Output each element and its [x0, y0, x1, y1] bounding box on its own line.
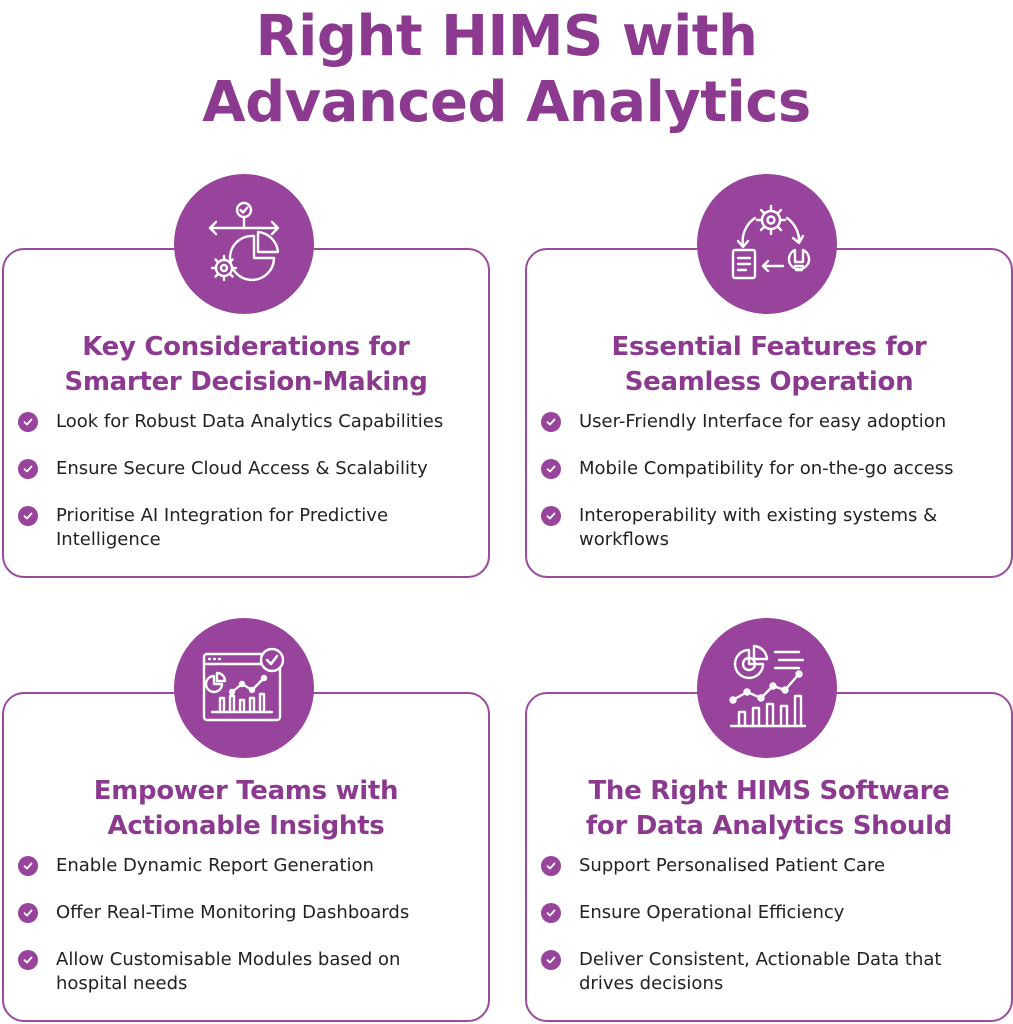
card-title-line2: for Data Analytics Should	[585, 811, 953, 841]
list-item-text: Interoperability with existing systems &…	[579, 505, 938, 550]
list-item: User-Friendly Interface for easy adoptio…	[541, 410, 1003, 434]
list-item: Enable Dynamic Report Generation	[18, 854, 480, 878]
page-title-line2: Advanced Analytics	[202, 70, 811, 135]
check-icon	[18, 903, 38, 923]
list-item: Offer Real-Time Monitoring Dashboards	[18, 901, 480, 925]
list-item: Support Personalised Patient Care	[541, 854, 1003, 878]
card-title: Key Considerations for Smarter Decision-…	[4, 330, 488, 400]
list-item: Allow Customisable Modules based on hosp…	[18, 948, 480, 996]
list-item-text: Deliver Consistent, Actionable Data that…	[579, 949, 942, 994]
check-icon	[541, 412, 561, 432]
list-item-text: Offer Real-Time Monitoring Dashboards	[56, 902, 410, 923]
list-item: Mobile Compatibility for on-the-go acces…	[541, 457, 1003, 481]
list-item: Deliver Consistent, Actionable Data that…	[541, 948, 1003, 996]
list-item-text: Mobile Compatibility for on-the-go acces…	[579, 458, 954, 479]
list-item-text: Look for Robust Data Analytics Capabilit…	[56, 411, 444, 432]
page-title: Right HIMS with Advanced Analytics	[0, 4, 1013, 136]
check-icon	[541, 506, 561, 526]
card-title-line2: Seamless Operation	[624, 367, 914, 397]
check-icon	[18, 506, 38, 526]
card-title-line1: Essential Features for	[611, 332, 927, 362]
list-item: Ensure Operational Efficiency	[541, 901, 1003, 925]
check-icon	[541, 903, 561, 923]
check-icon	[18, 412, 38, 432]
list-item-text: Prioritise AI Integration for Predictive…	[56, 505, 389, 550]
page-title-line1: Right HIMS with	[255, 4, 758, 69]
analytics-chart-icon	[697, 618, 837, 758]
card-title-line2: Smarter Decision-Making	[64, 367, 428, 397]
list-item: Ensure Secure Cloud Access & Scalability	[18, 457, 480, 481]
list-item-text: Allow Customisable Modules based on hosp…	[56, 949, 401, 994]
check-icon	[541, 950, 561, 970]
check-icon	[541, 459, 561, 479]
list-item-text: Enable Dynamic Report Generation	[56, 855, 374, 876]
list-item: Look for Robust Data Analytics Capabilit…	[18, 410, 480, 434]
list-item-text: Ensure Operational Efficiency	[579, 902, 845, 923]
card-title-line1: The Right HIMS Software	[588, 776, 950, 806]
list-item: Prioritise AI Integration for Predictive…	[18, 504, 480, 552]
check-icon	[18, 459, 38, 479]
card-title-line1: Empower Teams with	[93, 776, 399, 806]
list-item-text: Support Personalised Patient Care	[579, 855, 886, 876]
card-title: Empower Teams with Actionable Insights	[4, 774, 488, 844]
card-title-line2: Actionable Insights	[107, 811, 385, 841]
workflow-cycle-icon	[697, 174, 837, 314]
list-item-text: Ensure Secure Cloud Access & Scalability	[56, 458, 428, 479]
list-item: Interoperability with existing systems &…	[541, 504, 1003, 552]
check-icon	[18, 856, 38, 876]
decision-chart-icon	[174, 174, 314, 314]
check-icon	[541, 856, 561, 876]
list-item-text: User-Friendly Interface for easy adoptio…	[579, 411, 947, 432]
card-empower-teams: Empower Teams with Actionable Insights E…	[2, 692, 490, 1022]
card-title: Essential Features for Seamless Operatio…	[527, 330, 1011, 400]
check-icon	[18, 950, 38, 970]
card-title: The Right HIMS Software for Data Analyti…	[527, 774, 1011, 844]
dashboard-window-icon	[174, 618, 314, 758]
card-title-line1: Key Considerations for	[82, 332, 410, 362]
